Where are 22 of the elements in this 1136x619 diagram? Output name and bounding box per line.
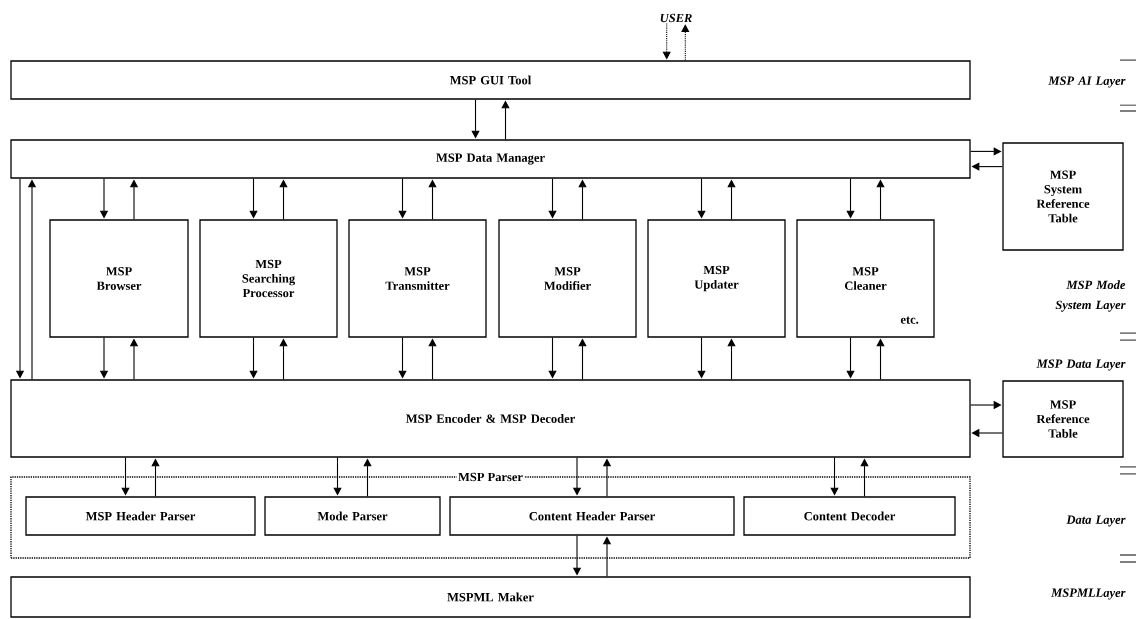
process-box: MSP Browser	[49, 219, 189, 338]
process-box: MSP Header Parser	[25, 496, 256, 536]
process-box: MSP Encoder & MSP Decoder	[10, 379, 971, 458]
process-box: MSP Reference Table	[1002, 380, 1124, 458]
layer-label: MSP AI Layer	[1048, 76, 1126, 88]
process-box: Content Header Parser	[449, 496, 735, 536]
process-box: Content Decoder	[743, 496, 956, 536]
process-box: Mode Parser	[264, 496, 441, 536]
layer-label: MSP Mode System Layer	[1055, 280, 1126, 312]
user-label: USER	[660, 13, 692, 23]
process-box: MSP Searching Processor	[199, 219, 338, 338]
layer-label: Data Layer	[1066, 515, 1126, 527]
process-box: MSPML Maker	[10, 576, 971, 618]
process-box: MSP Cleaner etc.	[796, 219, 935, 338]
process-box: MSP Updater	[647, 219, 786, 338]
process-box: MSP System Reference Table	[1002, 142, 1124, 251]
process-box: MSP Data Manager	[10, 139, 971, 179]
process-box: MSP GUI Tool	[10, 60, 971, 100]
process-box: MSP Modifier	[498, 219, 637, 338]
layer-label: MSPMLLayer	[1051, 588, 1126, 600]
process-box: MSP Transmitter	[348, 219, 487, 338]
arrow	[681, 24, 690, 61]
